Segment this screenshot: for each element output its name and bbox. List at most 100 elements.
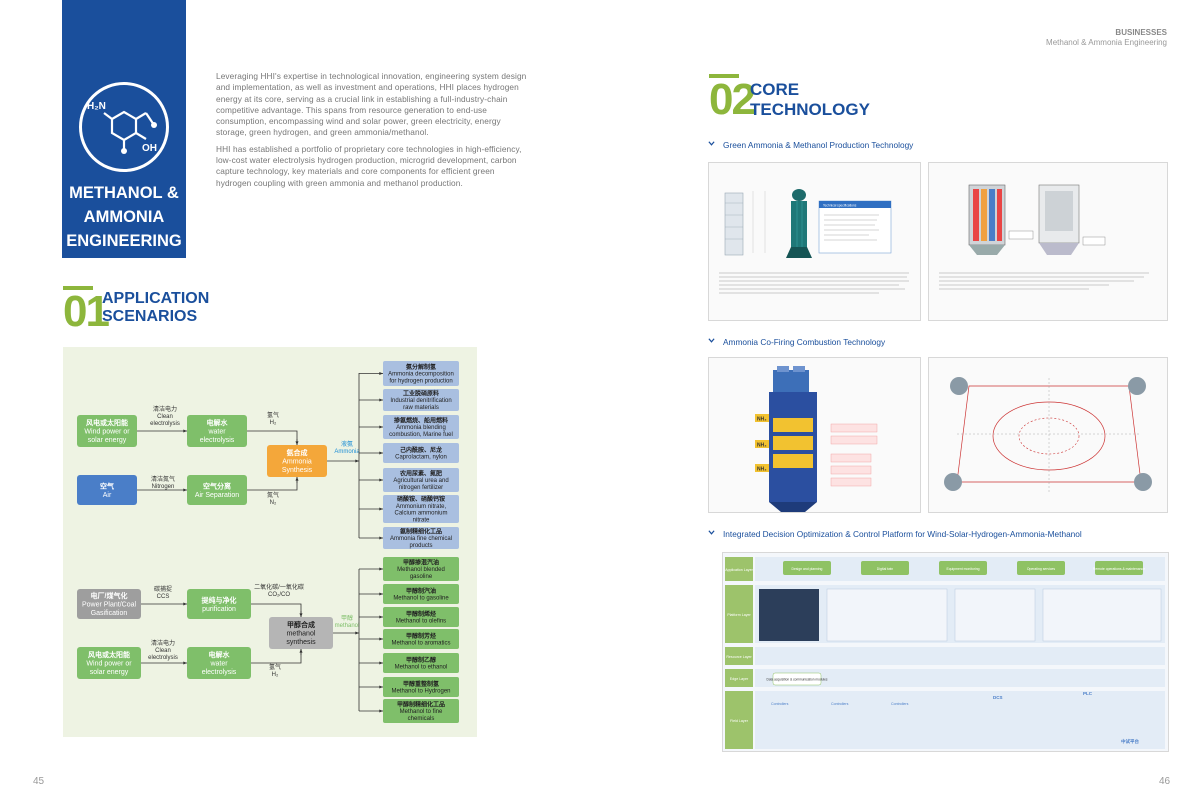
platform-layer-label: Field Layer [730,719,749,723]
node-wind-1-label: Wind power or [84,429,130,436]
edge-clean-electricity-2: 清洁电力 [151,639,175,647]
edge-methanol: methanol [335,623,360,629]
node-wind-1-label: solar energy [88,437,127,444]
platform-layer-tag [725,557,753,581]
methanol-output-label: 甲醇制乙醇 [406,656,436,664]
platform-panel [954,588,1036,642]
node-wind-2-label: 风电或太阳能 [88,650,130,659]
methanol-output-label: Methanol to gasoline [393,596,449,602]
arrow-head [183,661,187,665]
hydroxyl-label: OH [142,143,157,154]
node-ammonia-synthesis-label: Ammonia [282,459,312,466]
chevron-down-icon [708,338,715,343]
platform-app-label: Design and planning [792,567,823,571]
arrow-head [379,507,383,511]
node-electrolysis-1-label: water [207,429,226,436]
platform-layer-label: Resource Layer [726,655,752,659]
edge-co2: CO₂/CO [268,592,290,598]
methanol-output-label: gasoline [410,574,433,580]
arrow-head [355,459,359,463]
ammonia-output-label: combustion, Marine fuel [389,432,453,438]
molecule-icon: H₂N OH [79,82,169,172]
node-electrolysis-2 [187,647,251,679]
node-purification-label: 提纯与净化 [201,595,237,604]
ammonia-output-label: Caprolactam, nylon [395,455,447,461]
methanol-output-box [383,629,459,649]
node-electrolysis-1 [187,415,247,447]
platform-layer-label: Platform Layer [727,613,751,617]
page-number-left: 45 [33,776,45,787]
spec-title: Technical specifications [823,204,857,208]
platform-app-label: Operating services [1027,567,1056,571]
ammonia-output-label: raw materials [403,405,439,411]
edge-co2: 二氧化碳/一氧化碳 [254,583,304,591]
subsection-title-1: Green Ammonia & Methanol Production Tech… [708,140,913,150]
nh3-tag-3: NH₃ [757,467,767,473]
edge-hydrogen-2: 氢气 [269,663,281,671]
arrow-head [379,637,383,641]
ammonia-output-box [383,389,459,411]
platform-layer-row [755,691,1165,749]
edge-hydrogen-1: H₂ [270,420,277,426]
ammonia-output-label: nitrogen fertilizer [399,485,443,491]
platform-layer-label: Edge Layer [730,677,749,681]
node-air-label: 空气 [100,481,114,490]
ammonia-output-label: Ammonia decomposition [388,372,454,378]
edge-ammonia: Ammonia [334,449,360,455]
methanol-output-label: Methanol to fine [400,709,443,715]
arrow-head [379,398,383,402]
arrow-head [299,613,303,617]
node-ammonia-synthesis [267,445,327,477]
ammonia-output-label: 农用尿素、氮肥 [399,469,442,477]
section-2-title: CORE TECHNOLOGY [750,80,870,119]
platform-app-box [1095,561,1143,575]
arrow-head [299,649,303,653]
node-methanol-synthesis [269,617,333,649]
node-wind-2 [77,647,141,679]
arrow-head [295,441,299,445]
ammonia-output-label: 氨分解制氢 [406,363,436,371]
arrow-head [379,685,383,689]
methanol-output-label: Methanol to olefins [396,619,446,625]
ammonia-output-label: Agricultural urea and [393,478,448,484]
arrow-head [355,631,359,635]
section-1-title: APPLICATION SCENARIOS [102,290,210,325]
ammonia-output-label: 硝酸铵、硝酸钙铵 [397,495,445,503]
arrow-head [183,429,187,433]
ammonia-output-label: nitrate [413,517,430,523]
node-air-separation [187,475,247,505]
chevron-down-icon [708,141,715,146]
node-power-plant-label: Gasification [91,610,128,617]
field-tag: DCS [993,695,1003,700]
boiler-image: NH₃ NH₃ NH₃ [708,357,921,513]
header-subtitle: Methanol & Ammonia Engineering [1046,38,1167,47]
ammonia-output-label: Ammonia blending [396,425,446,431]
methanol-output-box [383,677,459,697]
platform-app-label: Equipment monitoring [947,567,980,571]
arrow-head [379,709,383,713]
arrow-head [379,425,383,429]
ammonia-output-box [383,415,459,439]
node-air-label: Air [103,492,112,499]
node-electrolysis-2-label: water [209,661,228,668]
subsection-title-3: Integrated Decision Optimization & Contr… [708,529,1082,539]
node-electrolysis-1-label: 电解水 [207,418,229,427]
arrow-head [379,371,383,376]
node-electrolysis-1-label: electrolysis [200,437,235,444]
flow-line [247,477,298,491]
methanol-output-box [383,607,459,627]
arrow-head [183,488,187,492]
running-header: BUSINESSES Methanol & Ammonia Engineerin… [1046,28,1167,48]
edge-hydrogen-2: H₂ [272,672,279,678]
edge-n2: 氮气 [267,491,279,499]
node-wind-1 [77,415,137,447]
flow-line [251,649,302,664]
amine-label: H₂N [87,101,106,112]
node-power-plant-label: 电厂/煤气化 [91,591,128,600]
arrow-head [379,536,383,540]
methanol-output-label: 甲醇制精细化工品 [397,700,445,708]
edge-clean-electricity-2: electrolysis [148,655,178,661]
ammonia-output-box [383,495,459,523]
node-wind-1-label: 风电或太阳能 [86,418,128,427]
